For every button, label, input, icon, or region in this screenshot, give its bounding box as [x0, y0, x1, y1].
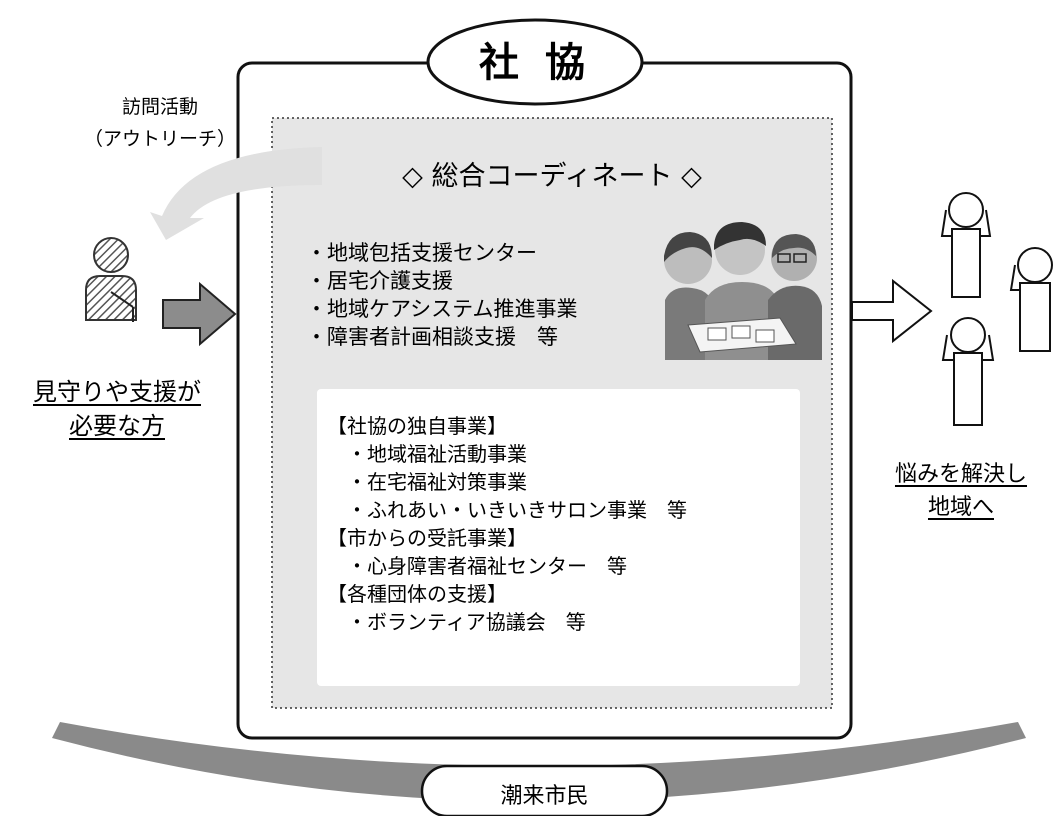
people-group-icon: [664, 222, 825, 360]
coordinate-heading: ◇ 総合コーディネート ◇: [402, 161, 702, 192]
own-projects-line: 【市からの受託事業】: [327, 526, 527, 550]
curved-arrow-icon: [150, 147, 322, 240]
shakyo-ellipse: [426, 18, 644, 106]
own-projects-line: ・地域福祉活動事業: [327, 442, 527, 466]
white-right-arrow-icon: [851, 278, 933, 344]
shakyo-title: 社 協: [479, 40, 591, 86]
outreach-label-line1: 訪問活動: [121, 96, 198, 118]
service-item: ・居宅介護支援: [306, 269, 453, 293]
citizens-label: 潮来市民: [500, 784, 589, 809]
own-projects-line: ・心身障害者福祉センター 等: [327, 554, 627, 578]
service-item: ・障害者計画相談支援 等: [306, 325, 558, 349]
service-item: ・地域ケアシステム推進事業: [306, 297, 578, 321]
own-projects-list: 【社協の独自事業】 ・地域福祉活動事業 ・在宅福祉対策事業 ・ふれあい・いきいき…: [327, 412, 687, 636]
own-projects-line: ・ふれあい・いきいきサロン事業 等: [327, 498, 687, 522]
own-projects-line: 【社協の独自事業】: [327, 414, 507, 438]
outreach-label-line2: （アウトリーチ）: [83, 128, 236, 150]
citizens-band: [52, 722, 1026, 802]
citizens-label-box: [420, 764, 669, 816]
right-people-label-line1: 悩みを解決し: [894, 462, 1027, 487]
left-person-label-line2: 必要な方: [69, 412, 165, 440]
own-projects-line: ・ボランティア協議会 等: [327, 610, 586, 634]
left-person-label-line1: 見守りや支援が: [33, 378, 201, 406]
own-projects-line: 【各種団体の支援】: [327, 582, 507, 606]
own-projects-box: [317, 389, 800, 686]
service-item: ・地域包括支援センター: [306, 241, 537, 265]
elder-person-icon: [85, 237, 137, 322]
right-people-label-line2: 地域へ: [927, 495, 994, 520]
service-list: ・地域包括支援センター ・居宅介護支援 ・地域ケアシステム推進事業 ・障害者計画…: [306, 239, 578, 351]
own-projects-line: ・在宅福祉対策事業: [327, 470, 527, 494]
gray-right-arrow-icon: [162, 281, 237, 347]
person-outline-icon: [940, 192, 1053, 426]
